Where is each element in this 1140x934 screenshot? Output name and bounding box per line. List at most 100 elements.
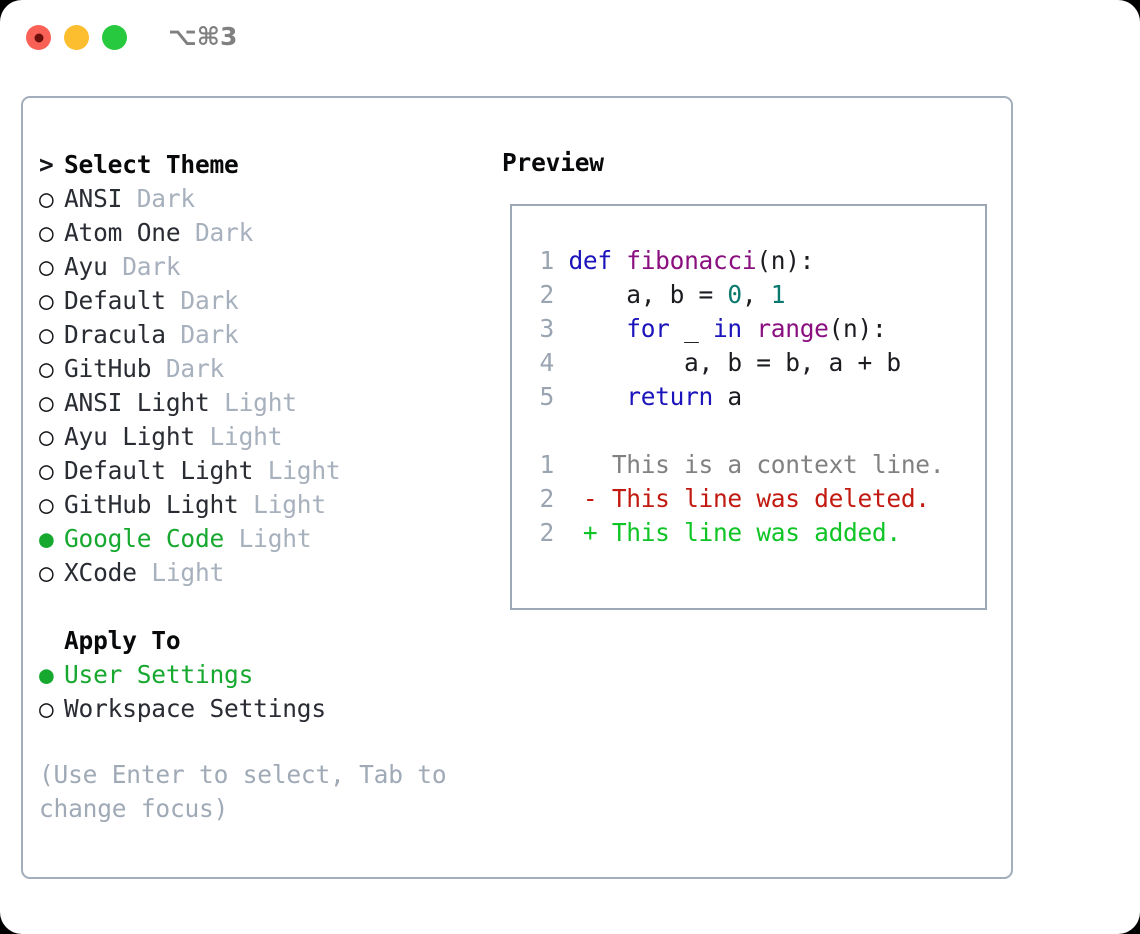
apply-to-header-indent	[39, 624, 64, 658]
code-line: 4 a, b = b, a + b	[528, 346, 977, 380]
code-token-plain	[612, 246, 626, 275]
theme-picker-column: >Select Theme ○ANSI Dark○Atom One Dark○A…	[39, 148, 479, 726]
line-number: 2	[539, 484, 555, 513]
theme-name-label: ANSI	[64, 184, 123, 213]
code-token-plain: a, b =	[568, 280, 728, 309]
code-line: 3 for _ in range(n):	[528, 312, 977, 346]
code-token-plain: _	[669, 314, 713, 343]
code-token-kw: for	[626, 314, 670, 343]
code-token-kw: def	[568, 246, 612, 275]
apply-to-list: ●User Settings○ Workspace Settings	[39, 658, 479, 726]
radio-unselected-icon: ○	[39, 252, 54, 281]
code-line: 2 a, b = 0, 1	[528, 278, 977, 312]
theme-kind-badge: Dark	[107, 252, 181, 281]
apply-to-option[interactable]: ○ Workspace Settings	[39, 692, 479, 726]
code-line-content	[554, 314, 568, 343]
select-theme-header-label: Select Theme	[64, 150, 239, 179]
code-token-fn: fibonacci	[626, 246, 757, 275]
title-bar: ⌥⌘3	[0, 0, 1140, 80]
code-token-plain: (n):	[756, 246, 815, 275]
theme-list-item[interactable]: ○ Atom One Dark	[39, 216, 479, 250]
radio-unselected-icon: ○	[39, 354, 54, 383]
radio-unselected-icon: ○	[39, 218, 54, 247]
line-number: 1	[539, 450, 555, 479]
radio-unselected-icon: ○	[39, 422, 54, 451]
header-caret-icon: >	[39, 150, 54, 179]
theme-list-item[interactable]: ○ Dracula Dark	[39, 318, 479, 352]
apply-to-option-label: User Settings	[64, 660, 254, 689]
theme-list-item[interactable]: ○ Ayu Dark	[39, 250, 479, 284]
code-token-plain: (n):	[828, 314, 887, 343]
theme-list-item[interactable]: ○GitHub Dark	[39, 352, 479, 386]
theme-kind-badge: Dark	[165, 286, 239, 315]
theme-name-label: ANSI Light	[64, 388, 210, 417]
code-token-kw: in	[712, 314, 742, 343]
theme-kind-badge: Light	[209, 388, 297, 417]
line-number: 3	[539, 314, 555, 343]
diff-sign	[554, 450, 612, 479]
code-line: 5 return a	[528, 380, 977, 414]
close-button[interactable]	[26, 25, 51, 50]
radio-unselected-icon: ○	[39, 456, 54, 485]
code-line-content	[554, 382, 568, 411]
line-number: 2	[539, 280, 555, 309]
theme-name-label: Default Light	[64, 456, 254, 485]
traffic-light-group	[26, 25, 127, 50]
line-number: 1	[539, 246, 555, 275]
radio-unselected-icon: ○	[39, 320, 54, 349]
diff-sign: -	[554, 484, 612, 513]
code-token-plain	[568, 382, 626, 411]
code-line-content	[554, 246, 568, 275]
theme-list-item[interactable]: ○GitHub Light Light	[39, 488, 479, 522]
theme-kind-badge: Dark	[151, 354, 225, 383]
theme-list-item[interactable]: ○Default Dark	[39, 284, 479, 318]
diff-sign: +	[554, 518, 612, 547]
theme-list-item[interactable]: ○XCode Light	[39, 556, 479, 590]
code-line: 1 def fibonacci(n):	[528, 244, 977, 278]
theme-list-item[interactable]: ○ ANSI Light Light	[39, 386, 479, 420]
theme-kind-badge: Light	[194, 422, 283, 451]
radio-unselected-icon: ○	[39, 286, 54, 315]
diff-line: 1 This is a context line.	[528, 448, 977, 482]
radio-unselected-icon: ○	[39, 694, 54, 723]
theme-name-label: Google Code	[64, 524, 225, 553]
code-diff-spacer	[528, 414, 977, 448]
line-number: 4	[539, 348, 555, 377]
diff-line-text: This line was deleted.	[611, 484, 930, 513]
theme-list: ○ANSI Dark○Atom One Dark○Ayu Dark○Defaul…	[39, 182, 479, 590]
diff-line-text: This line was added.	[611, 518, 901, 547]
theme-list-item[interactable]: ○ ANSI Dark	[39, 182, 479, 216]
theme-list-item[interactable]: ●Google Code Light	[39, 522, 479, 556]
code-token-num: 0	[727, 280, 742, 309]
radio-unselected-icon: ○	[39, 558, 54, 587]
code-token-kw: return	[626, 382, 713, 411]
code-token-plain	[742, 314, 756, 343]
theme-name-label: Atom One	[64, 218, 181, 247]
apply-to-header: Apply To	[39, 624, 479, 658]
radio-unselected-icon: ○	[39, 184, 54, 213]
theme-name-label: Dracula	[64, 320, 166, 349]
theme-list-item[interactable]: ○ Default Light Light	[39, 454, 479, 488]
theme-name-label: GitHub Light	[64, 490, 239, 519]
code-token-plain: ,	[741, 280, 771, 309]
theme-name-label: XCode	[64, 558, 137, 587]
apply-to-header-label: Apply To	[64, 626, 181, 655]
code-token-num: 1	[770, 280, 786, 309]
theme-list-item[interactable]: ○Ayu Light Light	[39, 420, 479, 454]
theme-kind-badge: Light	[253, 456, 341, 485]
theme-kind-badge: Dark	[165, 320, 239, 349]
diff-line: 2 - This line was deleted.	[528, 482, 977, 516]
theme-kind-badge: Dark	[122, 184, 195, 213]
code-line-content	[554, 348, 568, 377]
maximize-button[interactable]	[102, 25, 127, 50]
theme-name-label: Ayu	[64, 252, 108, 281]
radio-unselected-icon: ○	[39, 388, 54, 417]
apply-to-option-label: Workspace Settings	[64, 694, 326, 723]
apply-to-option[interactable]: ●User Settings	[39, 658, 479, 692]
theme-kind-badge: Dark	[180, 218, 254, 247]
minimize-button[interactable]	[64, 25, 89, 50]
select-theme-header: > Select Theme	[39, 148, 479, 182]
code-token-plain	[568, 314, 626, 343]
line-number: 2	[539, 518, 555, 547]
